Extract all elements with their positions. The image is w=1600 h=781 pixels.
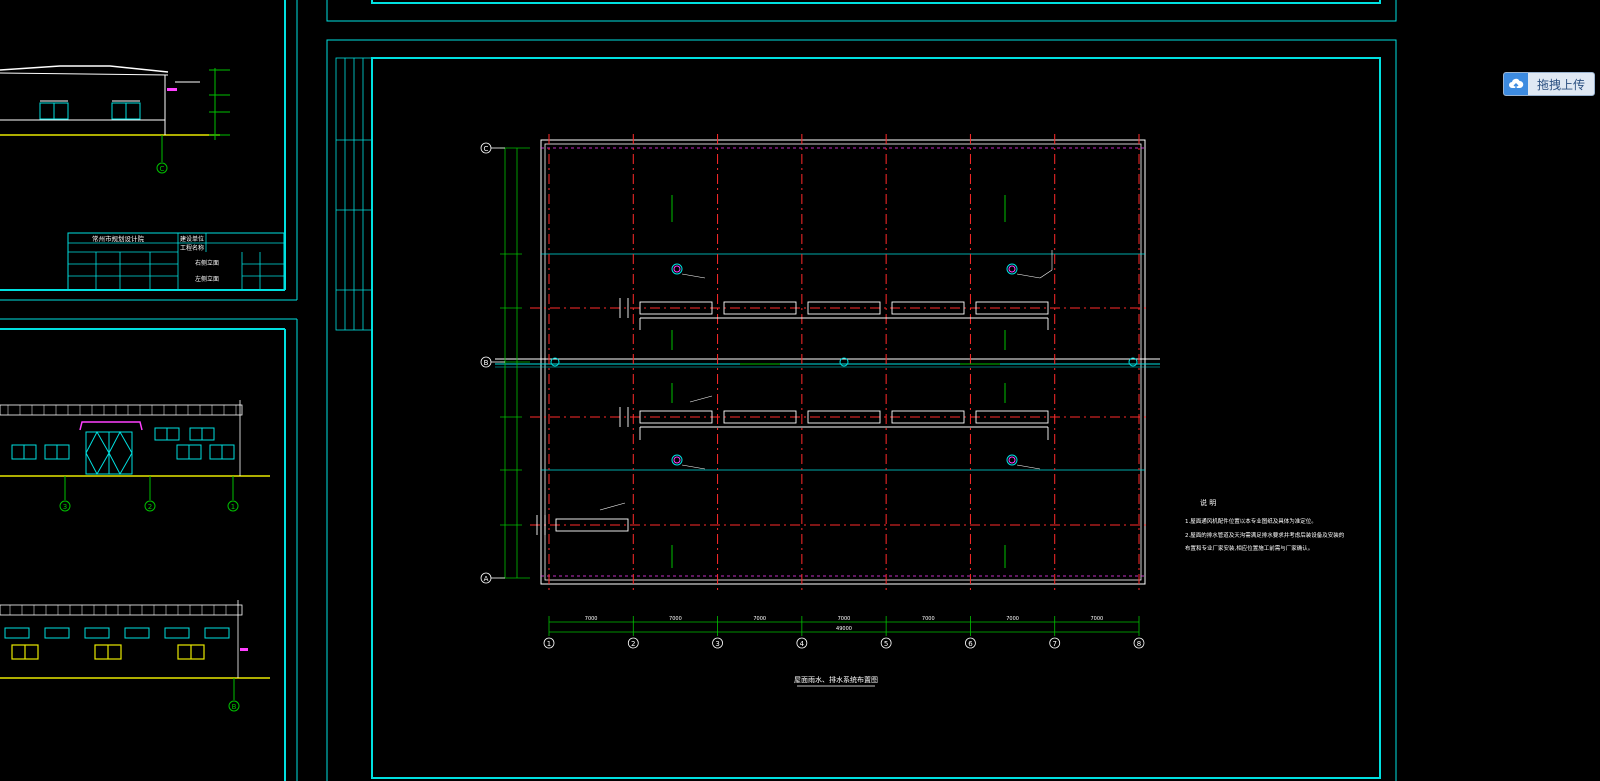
axis-bubble-icon: [1133, 637, 1145, 649]
notes-title: 说 明: [1200, 498, 1216, 507]
roof-drain-icon: [550, 263, 1138, 466]
left-sheet-bottom: 3 2 1 B: [0, 318, 298, 781]
axis-bubble-icon: [1049, 637, 1061, 649]
axis-label: C: [160, 165, 165, 173]
bay-dimension: 7000: [838, 616, 851, 622]
axis-bubble-icon: [880, 637, 892, 649]
titleblock-company: 常州市规划设计院: [92, 234, 145, 243]
column-label: 3: [715, 640, 719, 648]
axis-bubble-icon: [627, 637, 639, 649]
upload-label: 拖拽上传: [1537, 77, 1586, 92]
drawing-title: 屋面雨水、排水系统布置图: [794, 675, 878, 684]
row-label-a: A: [484, 575, 489, 583]
bay-dimension: 7000: [922, 616, 935, 622]
note-line: 布置和专业厂家安装,相应位置施工前需与厂家确认。: [1185, 544, 1313, 552]
row-label-c: C: [484, 145, 489, 153]
titleblock-project-label: 建设单位: [180, 235, 204, 243]
cloud-upload-icon: [1504, 73, 1528, 95]
window-icon: [4, 627, 230, 639]
title-block: 常州市规划设计院 建设单位 工程名称 右侧立面 左侧立面: [67, 232, 285, 291]
main-sheet: [326, 39, 1397, 781]
top-sheet-strip: [326, 0, 1397, 22]
bay-dimension: 7000: [669, 616, 682, 622]
titleblock-sheet2: 左侧立面: [195, 275, 219, 283]
axis-bubble-icon: [712, 637, 723, 649]
axis-label: B: [232, 703, 237, 711]
left-sheet-top: C: [0, 0, 298, 301]
roof-plan: C B A 7000 7000 7000 7000 7000 7000 7000 49000…: [480, 134, 1160, 649]
column-label: 8: [1137, 640, 1141, 648]
column-label: 2: [631, 640, 635, 648]
axis-label: 3: [63, 503, 67, 511]
drag-upload-button[interactable]: 拖拽上传: [1503, 72, 1595, 96]
door-icon: [85, 430, 133, 476]
column-label: 4: [800, 640, 805, 648]
total-dimension: 49000: [836, 626, 852, 632]
column-label: 1: [547, 640, 551, 648]
axis-bubble-icon: [543, 637, 555, 649]
column-label: 7: [1052, 640, 1056, 648]
notes-block: 说 明 1.屋面通风机配件位置以本专业图纸及具体为准定位。 2.屋面的排水管道及…: [1185, 498, 1345, 552]
axis-bubble-icon: [796, 637, 808, 649]
axis-bubble-icon: [156, 162, 168, 174]
note-line: 2.屋面的排水管道及天沟需满足排水要求并考虑后装设备及安装的: [1185, 531, 1345, 539]
axis-bubble-icon: [965, 637, 976, 649]
bay-dimension: 7000: [1090, 616, 1103, 622]
column-label: 6: [968, 640, 973, 648]
row-label-b: B: [484, 359, 489, 367]
bay-dimension: 7000: [753, 616, 766, 622]
column-label: 5: [884, 640, 888, 648]
note-line: 1.屋面通风机配件位置以本专业图纸及具体为准定位。: [1185, 517, 1317, 525]
titleblock-sheet1: 右侧立面: [195, 259, 219, 267]
window-icon: [11, 427, 235, 460]
bay-dimension: 7000: [585, 616, 598, 622]
axis-bubble-icon: [228, 700, 240, 712]
window-icon: [11, 644, 205, 660]
axis-label: 1: [231, 503, 235, 511]
bay-dimension: 7000: [1006, 616, 1019, 622]
titleblock-project-name-label: 工程名称: [180, 244, 204, 252]
window-icon: [39, 102, 141, 120]
axis-label: 2: [148, 503, 152, 511]
